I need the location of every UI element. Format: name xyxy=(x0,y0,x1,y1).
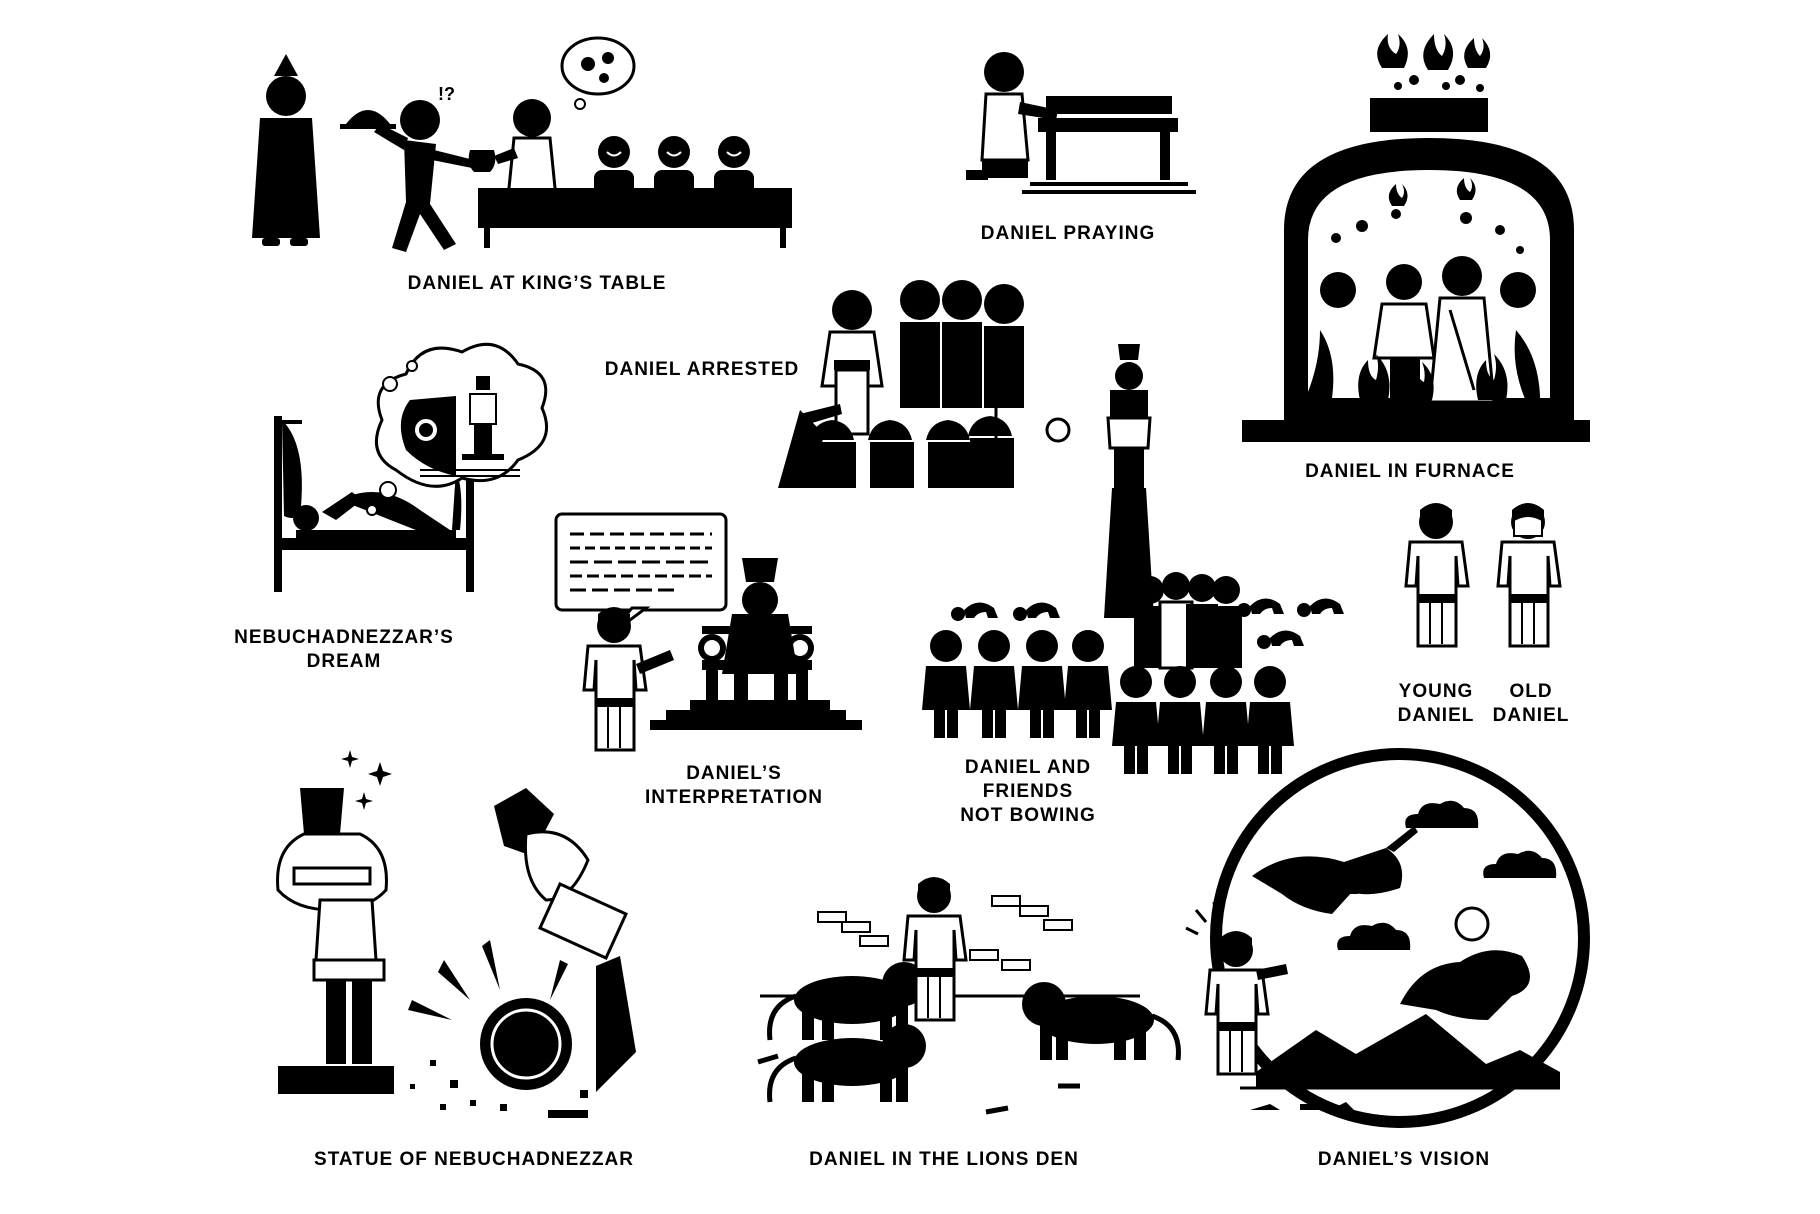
furnace-scene xyxy=(1242,34,1590,442)
servant-icon: !? xyxy=(374,84,474,252)
vision-scene xyxy=(1185,748,1590,1128)
thought-bubble-icon xyxy=(366,342,548,516)
cup-icon xyxy=(468,150,496,172)
caption-old-daniel: OLD DANIEL xyxy=(1493,680,1570,728)
dream-scene xyxy=(274,342,548,592)
caption-kings-table: DANIEL AT KING’S TABLE xyxy=(407,273,667,294)
sleeper-icon xyxy=(293,492,456,540)
waiter-icon xyxy=(252,54,320,246)
caption-praying: DANIEL PRAYING xyxy=(980,223,1156,244)
caption-furnace: DANIEL IN FURNACE xyxy=(1305,461,1515,482)
crowd-person-icon xyxy=(1246,666,1294,774)
caption-not-bowing-line3: NOT BOWING xyxy=(960,805,1096,826)
diner-icon xyxy=(593,135,635,201)
statue-scene xyxy=(276,750,636,1118)
brick-icon xyxy=(817,895,1073,971)
boulder-icon xyxy=(408,940,572,1090)
sparkle-icon xyxy=(341,750,392,810)
caption-not-bowing: DANIEL AND FRIENDS NOT BOWING xyxy=(960,756,1096,828)
praying-scene xyxy=(966,52,1196,194)
crowd-person-icon xyxy=(970,630,1018,738)
bone-icon xyxy=(757,1053,1080,1115)
caption-old-line1: OLD xyxy=(1509,681,1553,702)
caption-young-line1: YOUNG xyxy=(1398,681,1474,702)
vision-circle-icon xyxy=(1210,748,1590,1128)
debris-icon xyxy=(410,1060,606,1118)
speech-bubble-icon xyxy=(554,512,728,640)
caption-dream: NEBUCHADNEZZAR’S DREAM xyxy=(234,626,454,674)
flame-icon xyxy=(1358,354,1508,400)
lions-den-scene xyxy=(757,875,1178,1115)
statue-icon xyxy=(1045,344,1152,488)
caption-interpretation-line2: INTERPRETATION xyxy=(645,787,823,808)
caption-old-line2: DANIEL xyxy=(1492,705,1570,726)
crowd-person-icon xyxy=(1112,666,1160,774)
bowing-person-icon xyxy=(1237,598,1284,617)
caption-dream-line1: NEBUCHADNEZZAR’S xyxy=(234,627,454,648)
crowd-person-icon xyxy=(900,280,1024,408)
caption-not-bowing-line1: DANIEL AND xyxy=(964,757,1092,778)
caption-interpretation-line1: DANIEL’S xyxy=(686,763,782,784)
arrested-scene xyxy=(778,280,1024,488)
bed-icon xyxy=(274,416,474,592)
bowing-person-icon xyxy=(1257,630,1304,649)
bowing-person-icon xyxy=(1297,598,1344,617)
caption-lions: DANIEL IN THE LIONS DEN xyxy=(809,1149,1079,1170)
crowd-person-icon xyxy=(1018,630,1066,738)
bowing-person-icon xyxy=(1013,602,1060,621)
crowd-person-icon xyxy=(1064,630,1112,738)
crowd-person-icon xyxy=(922,630,970,738)
caption-vision: DANIEL’S VISION xyxy=(1317,1149,1491,1170)
caption-statue: STATUE OF NEBUCHADNEZZAR xyxy=(314,1149,634,1170)
caption-not-bowing-line2: FRIENDS xyxy=(982,781,1074,802)
old-daniel-icon xyxy=(1496,501,1562,648)
thought-bubble-icon xyxy=(560,36,636,110)
caption-interpretation: DANIEL’S INTERPRETATION xyxy=(645,762,823,810)
not-bowing-scene xyxy=(922,344,1344,774)
caption-arrested: DANIEL ARRESTED xyxy=(604,359,800,380)
beast-icon xyxy=(1252,848,1403,914)
friends-icon xyxy=(1134,572,1242,670)
interpretation-scene xyxy=(554,512,862,752)
king-icon xyxy=(722,558,798,710)
lion-icon xyxy=(1022,982,1178,1060)
bench-icon xyxy=(1022,96,1196,194)
diner-icon xyxy=(653,135,695,201)
soldier-icon xyxy=(778,404,1014,488)
broken-statue-icon xyxy=(494,788,636,1092)
platter-icon xyxy=(340,110,396,129)
ram-icon xyxy=(1400,950,1530,1020)
caption-young-line2: DANIEL xyxy=(1397,705,1475,726)
crowd-person-icon xyxy=(1202,666,1250,774)
crowd-person-icon xyxy=(1156,666,1204,774)
surprise-lines-icon xyxy=(1185,901,1218,936)
mountain-icon xyxy=(1256,1014,1560,1088)
caption-dream-line2: DREAM xyxy=(306,651,382,672)
kings-table-scene: !? xyxy=(252,36,792,252)
kneeling-daniel-icon xyxy=(966,52,1058,180)
bowing-person-icon xyxy=(951,602,998,621)
caption-young-daniel: YOUNG DANIEL xyxy=(1398,680,1475,728)
diner-icon xyxy=(713,135,755,201)
exclamation-label: !? xyxy=(438,84,455,104)
statue-icon xyxy=(276,788,394,1094)
daniel-icon xyxy=(582,605,648,752)
flame-icon xyxy=(1377,34,1491,92)
young-daniel-icon xyxy=(1404,501,1470,648)
lion-icon xyxy=(770,1024,926,1102)
daniel-icon xyxy=(820,290,884,436)
